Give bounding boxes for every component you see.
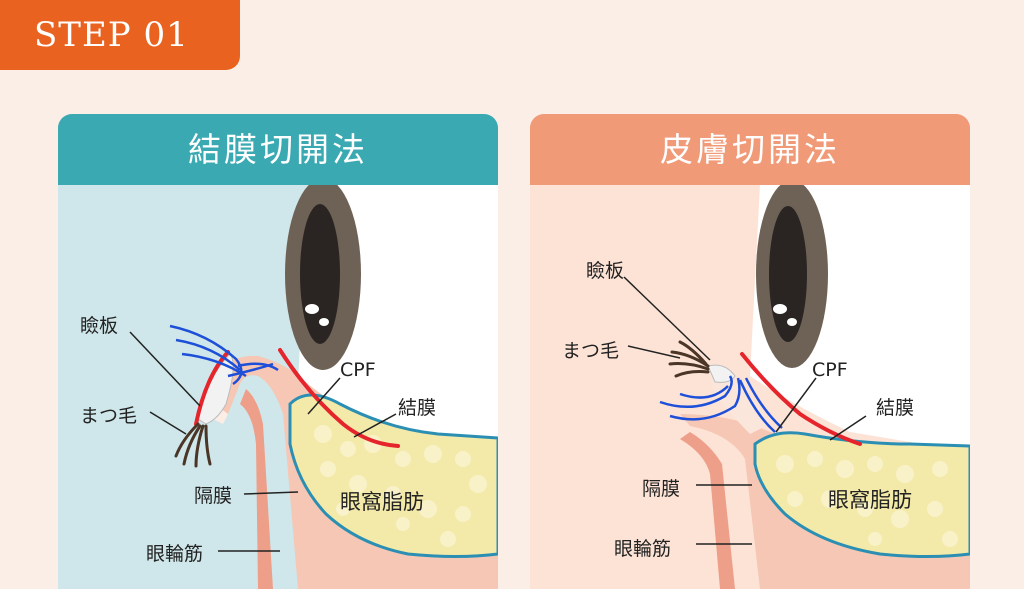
label-tarsus: 瞼板 <box>586 260 625 282</box>
label-eyelashes: まつ毛 <box>562 340 620 362</box>
step-badge: STEP 01 <box>0 0 240 70</box>
step-label: STEP 01 <box>34 15 189 55</box>
label-orbital-fat: 眼窩脂肪 <box>340 490 424 514</box>
suture-threads <box>169 324 279 386</box>
eyeball <box>285 178 361 370</box>
panel-conjunctival: 結膜切開法 <box>58 114 498 589</box>
eyeball <box>756 180 828 368</box>
suture-threads <box>659 375 783 433</box>
label-cpf: CPF <box>812 359 848 381</box>
skin-diagram <box>530 114 970 589</box>
conjunctival-diagram <box>58 114 498 589</box>
label-orbital-fat: 眼窩脂肪 <box>828 488 912 512</box>
label-conjunctiva: 結膜 <box>398 397 437 419</box>
label-orbicularis: 眼輪筋 <box>146 543 204 565</box>
panel-title: 皮膚切開法 <box>530 114 970 185</box>
label-cpf: CPF <box>340 359 376 381</box>
eyelashes <box>668 340 710 378</box>
label-septum: 隔膜 <box>642 478 681 500</box>
panel-title: 結膜切開法 <box>58 114 498 185</box>
eyelashes <box>174 422 212 468</box>
panel-skin: 皮膚切開法 <box>530 114 970 589</box>
label-orbicularis: 眼輪筋 <box>614 538 672 560</box>
orbital-fat <box>288 393 498 558</box>
label-conjunctiva: 結膜 <box>876 397 915 419</box>
orbital-fat <box>753 431 970 558</box>
label-eyelashes: まつ毛 <box>80 405 138 427</box>
label-tarsus: 瞼板 <box>80 315 119 337</box>
label-septum: 隔膜 <box>194 485 233 507</box>
